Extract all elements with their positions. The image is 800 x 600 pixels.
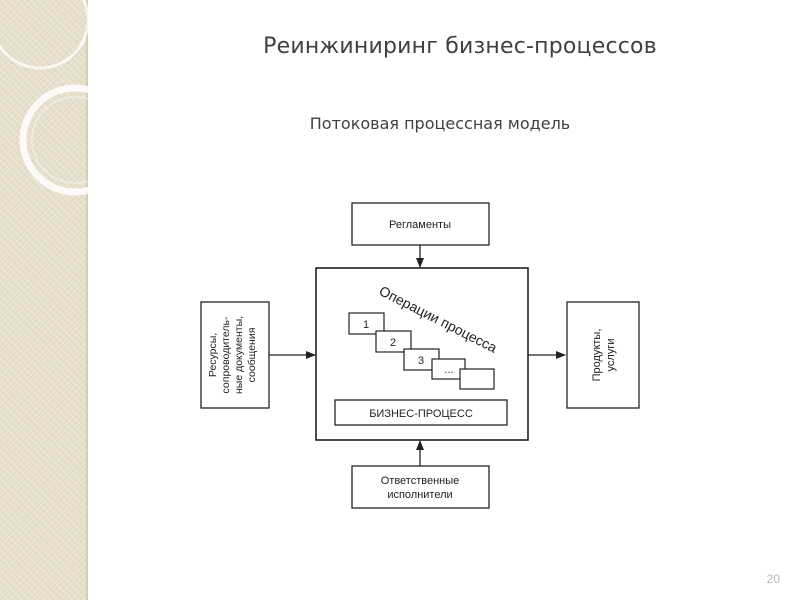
regulations-label: Регламенты — [389, 219, 451, 231]
slide-subtitle: Потоковая процессная модель — [309, 114, 571, 133]
page-number: 20 — [766, 572, 780, 586]
ring-small — [0, 0, 90, 70]
step-label-4: ... — [444, 364, 453, 376]
slide-title: Реинжиниринг бизнес-процессов — [263, 34, 657, 59]
business-process-box — [334, 399, 508, 426]
ring-large — [19, 84, 131, 196]
executors-box — [351, 465, 490, 509]
executors-line-1: Ответственные — [381, 475, 460, 487]
resources-text-group: Ресурсы, сопроводитель- ные документы, с… — [207, 316, 258, 394]
products-line-2: услуги — [605, 339, 617, 372]
decorative-rings — [0, 0, 131, 196]
resources-line-2: сопроводитель- — [220, 316, 232, 393]
step-box-2 — [375, 330, 412, 353]
step-box-1 — [348, 312, 385, 335]
step-label-3: 3 — [418, 355, 424, 367]
step-label-2: 2 — [390, 337, 396, 349]
products-line-1: Продукты, — [591, 329, 603, 382]
executors-line-2: исполнители — [387, 489, 452, 501]
ring-inner — [31, 96, 119, 184]
step-box-5 — [459, 368, 495, 390]
products-box — [566, 301, 640, 409]
resources-line-3: ные документы, — [233, 316, 245, 394]
regulations-box — [351, 202, 490, 246]
step-label-1: 1 — [363, 319, 369, 331]
sidebar-divider — [86, 0, 88, 600]
resources-line-1: Ресурсы, — [207, 333, 219, 377]
business-process-label: БИЗНЕС-ПРОЦЕСС — [369, 408, 473, 420]
resources-line-4: сообщения — [246, 328, 258, 383]
products-text-group: Продукты, услуги — [591, 329, 617, 382]
